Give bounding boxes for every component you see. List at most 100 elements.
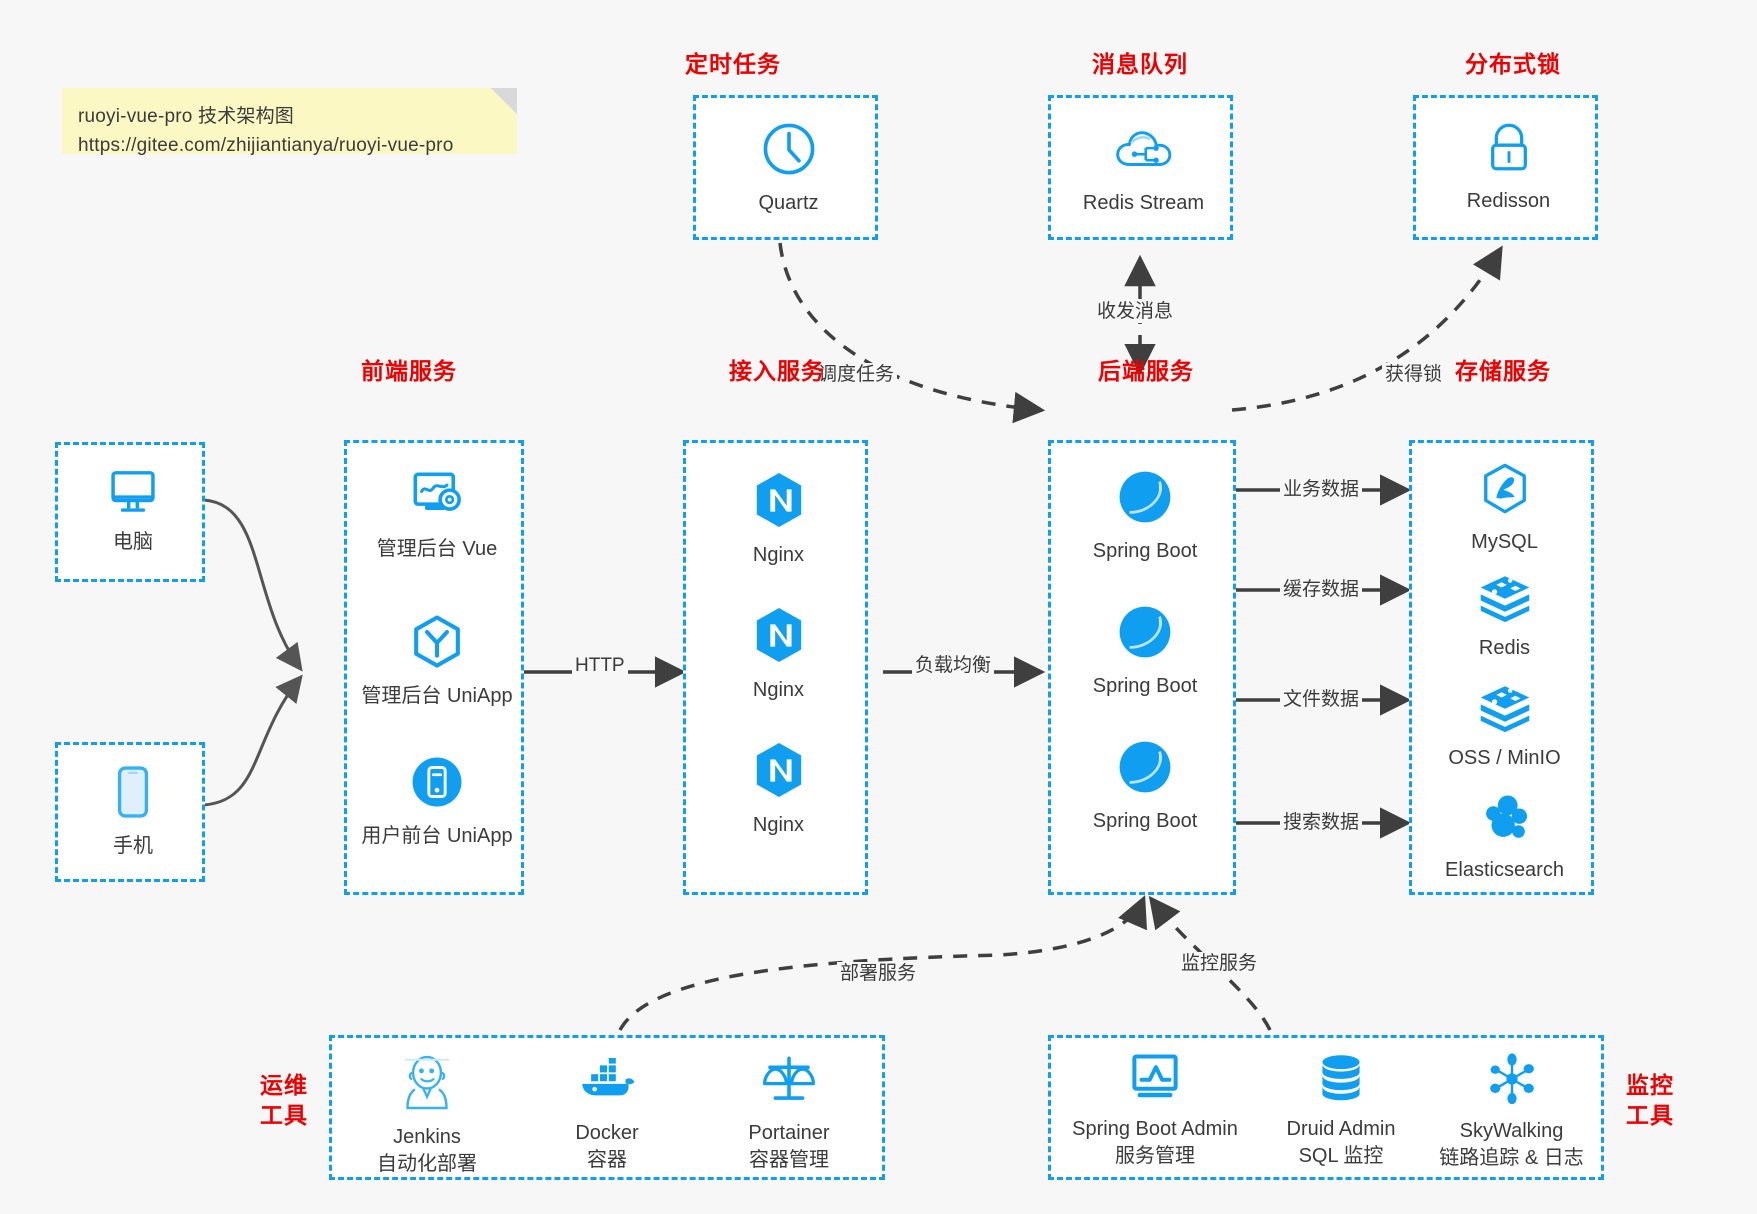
jenkins-butler-icon — [401, 1052, 453, 1117]
node-label: Quartz — [758, 192, 819, 214]
group-title-scheduler: 定时任务 — [685, 51, 781, 77]
note-title: ruoyi-vue-pro 技术架构图 — [78, 106, 295, 127]
edge-label-file-data: 文件数据 — [1280, 688, 1363, 711]
group-mq[interactable]: Redis Stream — [1048, 95, 1233, 240]
devops-title-line2: 工具 — [260, 1102, 308, 1128]
node-label: Redis — [1478, 637, 1531, 659]
edge-label-schedule: 调度任务 — [815, 363, 898, 386]
cloud-network-icon — [1113, 120, 1175, 183]
spring-boot-icon — [1116, 468, 1174, 531]
node-sublabel: 容器管理 — [749, 1149, 829, 1171]
node-mysql[interactable]: MySQL — [1412, 461, 1597, 556]
edge-label-monitor: 监控服务 — [1178, 952, 1261, 975]
node-mobile[interactable]: 手机 — [58, 763, 208, 860]
group-monitoring[interactable]: Spring Boot Admin 服务管理 Druid Admin SQL 监… — [1048, 1035, 1604, 1180]
node-label: Elasticsearch — [1445, 859, 1564, 881]
group-scheduler[interactable]: Quartz — [693, 95, 878, 240]
node-label: Jenkins — [393, 1126, 461, 1148]
node-sublabel: 链路追踪 & 日志 — [1439, 1147, 1584, 1169]
monitoring-title-line2: 工具 — [1626, 1102, 1674, 1128]
oss-stack-icon — [1477, 681, 1533, 738]
node-skywalking[interactable]: SkyWalking 链路追踪 & 日志 — [1419, 1052, 1604, 1172]
monitor-chart-icon — [1127, 1052, 1183, 1109]
elasticsearch-icon — [1478, 791, 1532, 850]
edge-label-acquire-lock: 获得锁 — [1382, 363, 1446, 386]
padlock-icon — [1480, 118, 1538, 181]
node-springboot-3[interactable]: Spring Boot — [1051, 738, 1239, 835]
node-label: Nginx — [752, 814, 805, 836]
node-sublabel: 容器 — [587, 1149, 627, 1171]
node-redisson[interactable]: Redisson — [1416, 118, 1601, 215]
devops-title-line1: 运维 — [260, 1072, 308, 1098]
node-label: Redisson — [1466, 190, 1551, 212]
node-label: 手机 — [113, 835, 153, 857]
group-title-mq: 消息队列 — [1092, 51, 1188, 77]
group-title-backend: 后端服务 — [1098, 358, 1194, 384]
database-cylinder-icon — [1315, 1052, 1367, 1109]
monitoring-title-line1: 监控 — [1626, 1072, 1674, 1098]
group-storage[interactable]: MySQL Redis — [1409, 440, 1594, 895]
group-frontend[interactable]: 管理后台 Vue 管理后台 UniApp 用户前台 UniApp — [344, 440, 524, 895]
node-label: Spring Boot Admin — [1072, 1118, 1238, 1140]
node-oss-minio[interactable]: OSS / MinIO — [1412, 681, 1597, 772]
node-label: 管理后台 Vue — [376, 538, 498, 560]
nginx-icon — [752, 470, 806, 535]
node-user-uniapp[interactable]: 用户前台 UniApp — [347, 753, 527, 850]
node-label: Spring Boot — [1092, 675, 1198, 697]
node-jenkins[interactable]: Jenkins 自动化部署 — [342, 1052, 512, 1178]
group-title-lock: 分布式锁 — [1465, 51, 1561, 77]
node-redis[interactable]: Redis — [1412, 571, 1597, 662]
group-backend[interactable]: Spring Boot Spring Boot Spring Boot — [1048, 440, 1236, 895]
clock-icon — [760, 120, 818, 183]
node-druid-admin[interactable]: Druid Admin SQL 监控 — [1251, 1052, 1431, 1170]
redis-stack-icon — [1477, 571, 1533, 628]
node-elasticsearch[interactable]: Elasticsearch — [1412, 791, 1597, 884]
edge-label-business-data: 业务数据 — [1280, 478, 1363, 501]
node-nginx-3[interactable]: Nginx — [686, 740, 871, 839]
dashboard-settings-icon — [407, 468, 467, 529]
node-label: SkyWalking — [1459, 1120, 1564, 1142]
spring-boot-icon — [1116, 738, 1174, 801]
group-title-monitoring: 监控 工具 — [1620, 1070, 1680, 1130]
node-portainer[interactable]: Portainer 容器管理 — [704, 1052, 874, 1174]
node-label: Docker — [575, 1122, 639, 1144]
node-label: 用户前台 UniApp — [361, 825, 513, 847]
node-sublabel: 自动化部署 — [377, 1153, 477, 1175]
node-nginx-2[interactable]: Nginx — [686, 605, 871, 704]
node-springboot-1[interactable]: Spring Boot — [1051, 468, 1239, 565]
node-quartz[interactable]: Quartz — [696, 120, 881, 217]
spring-boot-icon — [1116, 603, 1174, 666]
architecture-note: ruoyi-vue-pro 技术架构图 https://gitee.com/zh… — [62, 88, 517, 156]
group-title-storage: 存储服务 — [1455, 358, 1551, 384]
edge-label-loadbalance: 负载均衡 — [912, 654, 995, 677]
nginx-icon — [752, 605, 806, 670]
node-admin-uniapp[interactable]: 管理后台 UniApp — [347, 613, 527, 710]
node-redis-stream[interactable]: Redis Stream — [1051, 120, 1236, 217]
node-docker[interactable]: Docker 容器 — [522, 1057, 692, 1174]
node-sublabel: SQL 监控 — [1298, 1145, 1384, 1167]
node-label: 管理后台 UniApp — [361, 685, 513, 707]
node-desktop[interactable]: 电脑 — [58, 465, 208, 556]
mysql-icon — [1477, 461, 1533, 522]
group-gateway[interactable]: Nginx Nginx Nginx — [683, 440, 868, 895]
node-label: Portainer — [748, 1122, 830, 1144]
node-label: Spring Boot — [1092, 810, 1198, 832]
node-sublabel: 服务管理 — [1115, 1145, 1195, 1167]
group-devops[interactable]: Jenkins 自动化部署 — [329, 1035, 885, 1180]
edge-label-cache-data: 缓存数据 — [1280, 578, 1363, 601]
node-spring-boot-admin[interactable]: Spring Boot Admin 服务管理 — [1055, 1052, 1255, 1170]
group-client-desktop[interactable]: 电脑 — [55, 442, 205, 582]
portainer-scales-icon — [761, 1052, 817, 1113]
group-title-gateway: 接入服务 — [729, 358, 825, 384]
node-label: 电脑 — [113, 531, 153, 553]
node-nginx-1[interactable]: Nginx — [686, 470, 871, 569]
group-lock[interactable]: Redisson — [1413, 95, 1598, 240]
node-label: Redis Stream — [1082, 192, 1205, 214]
node-springboot-2[interactable]: Spring Boot — [1051, 603, 1239, 700]
group-client-mobile[interactable]: 手机 — [55, 742, 205, 882]
node-label: Nginx — [752, 679, 805, 701]
node-admin-vue[interactable]: 管理后台 Vue — [347, 468, 527, 563]
edge-label-search-data: 搜索数据 — [1280, 811, 1363, 834]
node-label: Druid Admin — [1286, 1118, 1396, 1140]
node-label: Spring Boot — [1092, 540, 1198, 562]
